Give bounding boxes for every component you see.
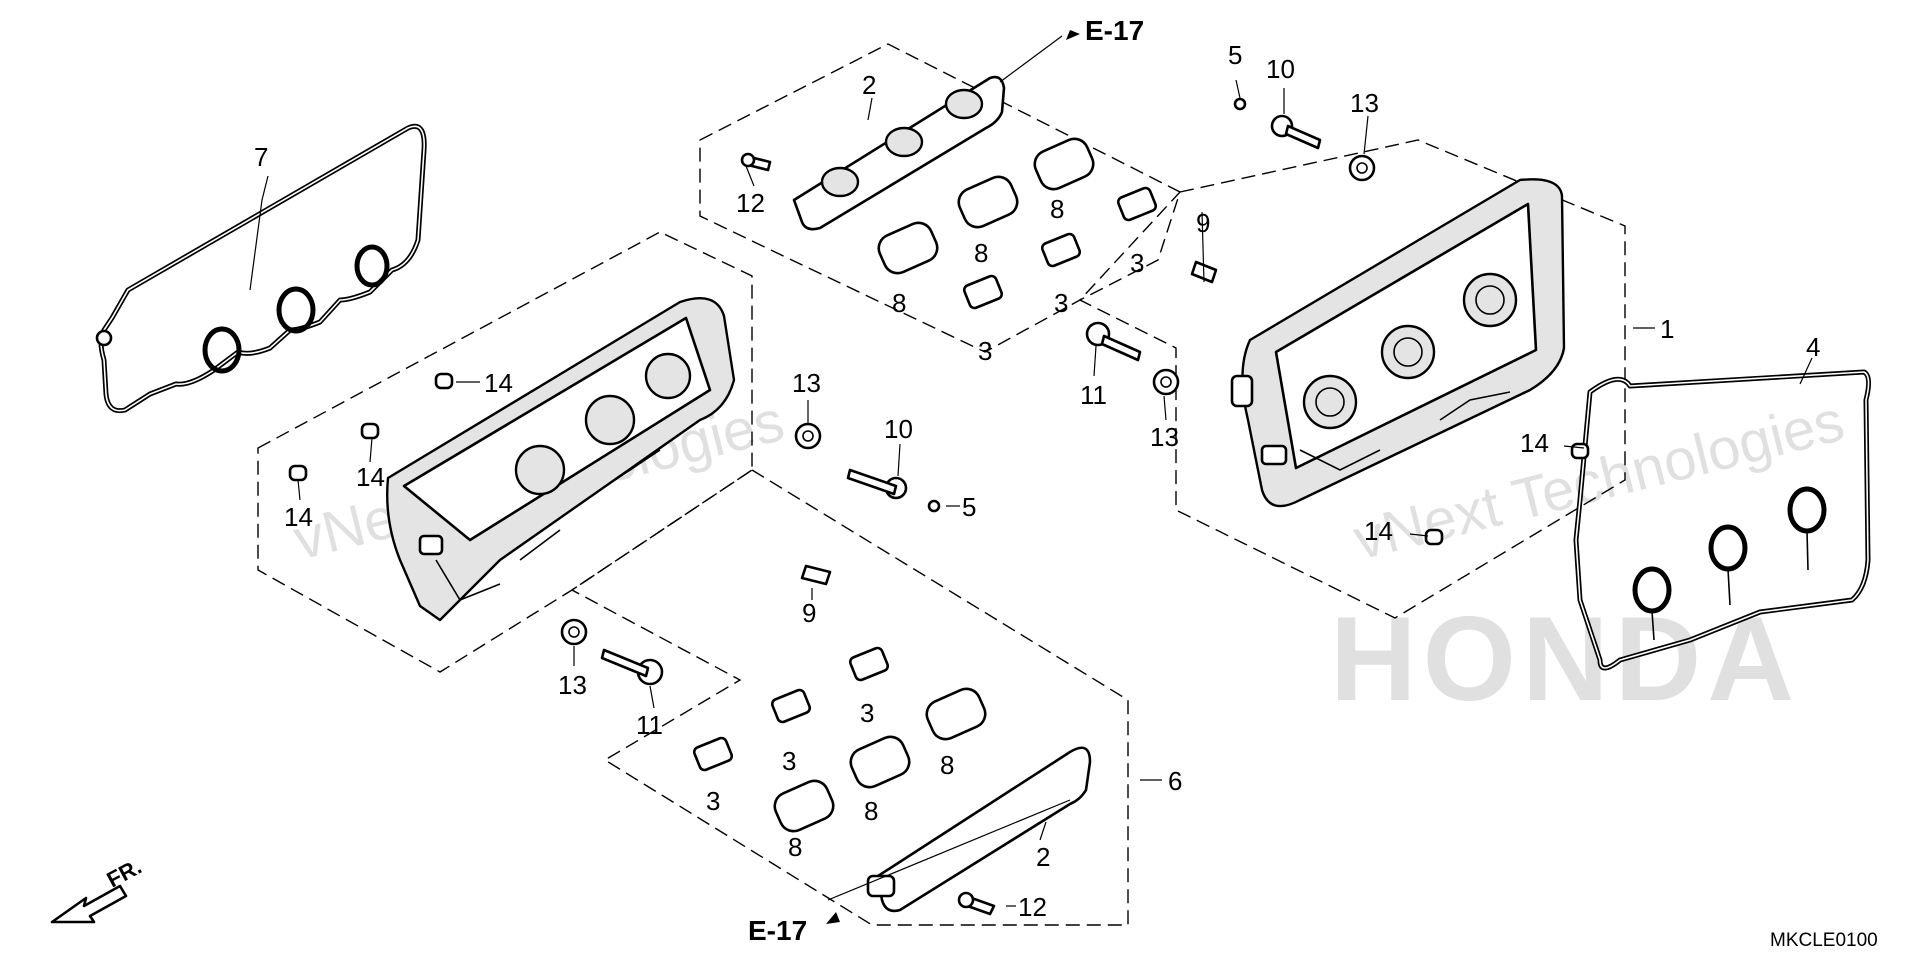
clip-3-c	[1116, 186, 1158, 222]
callout-8-c: 8	[1050, 194, 1064, 224]
clip-3-e	[770, 688, 812, 724]
clip-3-b	[1040, 232, 1082, 268]
seal-8-e	[849, 735, 911, 789]
gasket-7	[95, 123, 427, 414]
dowel-14-e	[1424, 528, 1444, 546]
callout-12-bottom: 12	[1018, 892, 1047, 922]
washer-13-upper	[1348, 154, 1376, 182]
clip-group	[692, 186, 1158, 772]
callout-5-mid: 5	[962, 492, 976, 522]
front-label: FR.	[103, 854, 146, 893]
fastener-group	[288, 97, 1590, 916]
callout-14-a: 14	[484, 368, 513, 398]
rail-2-lower	[866, 746, 1092, 913]
frame-upper-rail	[699, 43, 1181, 353]
dowel-14-b	[360, 422, 380, 440]
callout-2-bottom: 2	[1036, 842, 1050, 872]
callout-8-f: 8	[940, 750, 954, 780]
front-direction-marker: FR.	[50, 854, 146, 924]
callout-10-mid: 10	[884, 414, 913, 444]
head-cover-left	[386, 297, 736, 622]
callout-3-b: 3	[1054, 288, 1068, 318]
callout-13-left: 13	[558, 670, 587, 700]
seal-8-d	[773, 779, 835, 833]
clip-3-d	[692, 736, 734, 772]
watermark-honda: HONDA	[1330, 592, 1800, 726]
callout-3-d: 3	[706, 786, 720, 816]
callout-3-e: 3	[782, 746, 796, 776]
callout-labels: 1 2 2 3 3 3 3 3 3 4 5 5 6 7 8 8 8 8 8 8 …	[254, 40, 1820, 922]
callout-13-right: 13	[1150, 422, 1179, 452]
callout-13-top: 13	[1350, 88, 1379, 118]
callout-14-e: 14	[1364, 516, 1393, 546]
pin-5-mid	[927, 499, 941, 513]
callout-7: 7	[254, 142, 268, 172]
pin-5-upper	[1233, 97, 1247, 111]
arrow-e17-top	[1066, 30, 1080, 40]
callout-4: 4	[1806, 332, 1820, 362]
diagram-code: MKCLE0100	[1770, 930, 1878, 951]
plug-9-mid	[800, 564, 832, 586]
callout-13-mid: 13	[792, 368, 821, 398]
washer-13-left	[560, 618, 588, 646]
callout-8-e: 8	[864, 796, 878, 826]
leader-lines	[249, 35, 1813, 907]
seal-8-a	[877, 221, 939, 275]
washer-13-right	[1152, 368, 1180, 396]
callout-9-top: 9	[1196, 208, 1210, 238]
reference-e17-top: E-17	[1085, 15, 1144, 46]
seal-group	[773, 137, 1095, 833]
frame-cover-left	[257, 231, 753, 673]
dowel-14-d	[1570, 442, 1590, 460]
dowel-14-a	[434, 372, 454, 390]
callout-11-left: 11	[636, 710, 663, 740]
seal-8-c	[1033, 137, 1095, 191]
gasket-4	[1573, 369, 1872, 671]
callout-14-c: 14	[284, 502, 313, 532]
frame-lower-rail	[570, 469, 1129, 926]
arrow-e17-bottom	[826, 912, 840, 924]
reference-e17-bottom: E-17	[748, 915, 807, 946]
washer-13-mid	[794, 422, 822, 450]
callout-5-top: 5	[1228, 40, 1242, 70]
callout-9-mid: 9	[802, 598, 816, 628]
frame-cover-right	[1078, 139, 1626, 619]
callout-8-a: 8	[892, 288, 906, 318]
callout-11-right: 11	[1080, 380, 1107, 410]
callout-3-f: 3	[860, 698, 874, 728]
callout-3-c: 3	[1130, 248, 1144, 278]
callout-8-b: 8	[974, 238, 988, 268]
callout-3-a: 3	[978, 336, 992, 366]
rail-2-upper	[792, 75, 1006, 231]
front-arrow-icon	[50, 884, 128, 924]
clip-3-a	[962, 274, 1004, 310]
callout-2-top: 2	[862, 70, 876, 100]
clip-3-f	[848, 646, 890, 682]
callout-8-d: 8	[788, 832, 802, 862]
head-cover-right	[1230, 178, 1566, 508]
callout-6: 6	[1168, 766, 1182, 796]
seal-8-f	[925, 687, 987, 741]
callout-14-b: 14	[356, 462, 385, 492]
dowel-14-c	[288, 464, 308, 482]
callout-14-d: 14	[1520, 428, 1549, 458]
callout-1: 1	[1660, 314, 1674, 344]
callout-12-top: 12	[736, 188, 765, 218]
seal-8-b	[957, 175, 1019, 229]
callout-10-top: 10	[1266, 54, 1295, 84]
